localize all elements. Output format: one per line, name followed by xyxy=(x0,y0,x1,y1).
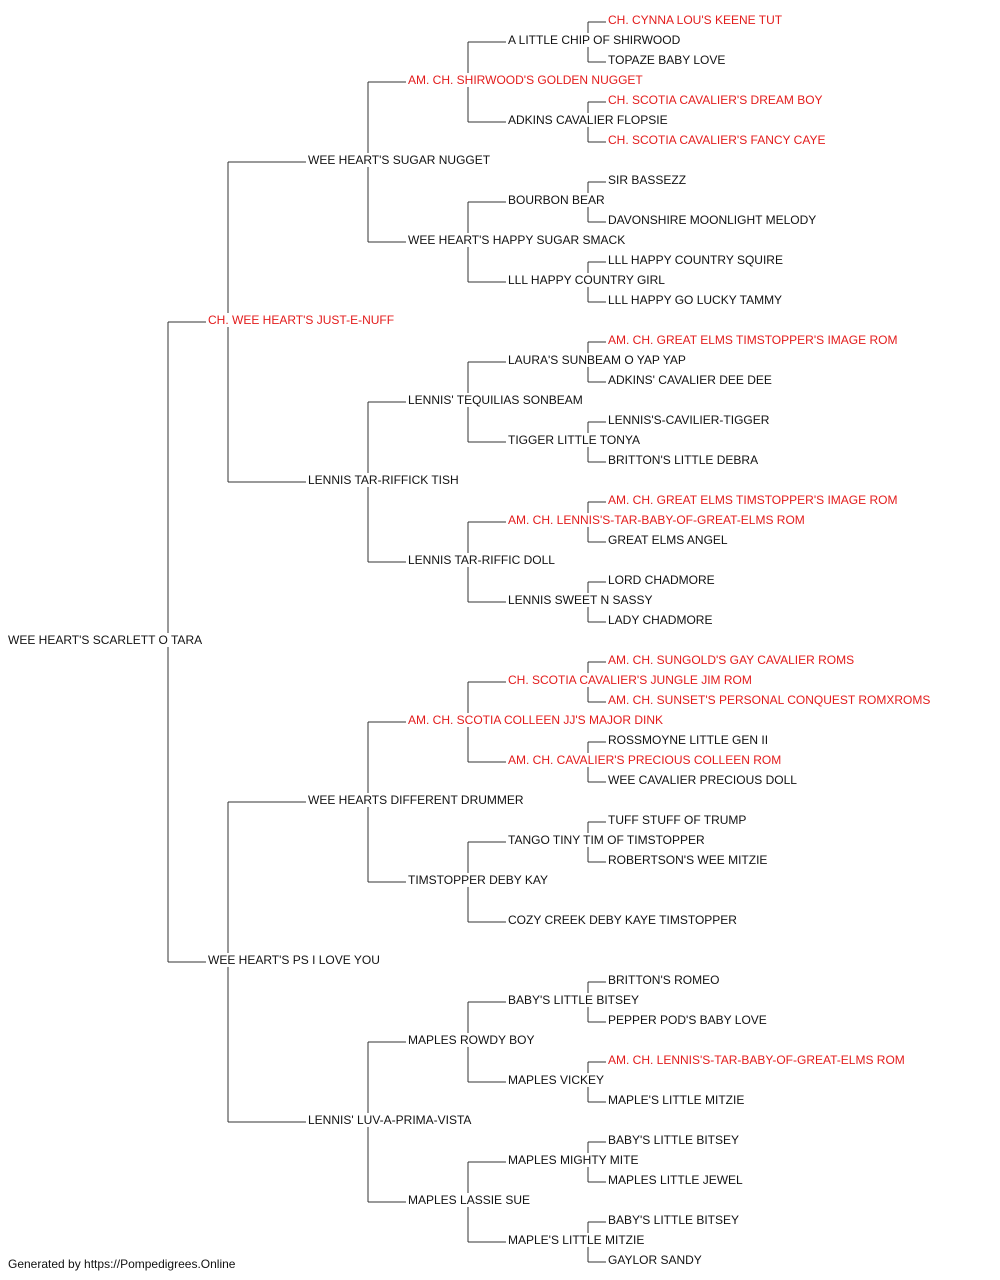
footer-credit: Generated by https://Pompedigrees.Online xyxy=(8,1257,236,1271)
pedigree-node-gen5: SIR BASSEZZ xyxy=(608,173,687,187)
pedigree-node-gen4: AM. CH. CAVALIER'S PRECIOUS COLLEEN ROM xyxy=(508,753,782,767)
pedigree-node-gen1: WEE HEART'S PS I LOVE YOU xyxy=(208,953,380,967)
pedigree-node-gen5: AM. CH. LENNIS'S-TAR-BABY-OF-GREAT-ELMS … xyxy=(608,1053,905,1067)
pedigree-node-gen3: MAPLES ROWDY BOY xyxy=(408,1033,535,1047)
pedigree-node-gen5: MAPLES LITTLE JEWEL xyxy=(608,1173,743,1187)
pedigree-node-gen5: MAPLE'S LITTLE MITZIE xyxy=(608,1093,745,1107)
pedigree-node-gen5: BRITTON'S LITTLE DEBRA xyxy=(608,453,759,467)
pedigree-node-gen5: DAVONSHIRE MOONLIGHT MELODY xyxy=(608,213,817,227)
pedigree-node-gen4: ADKINS CAVALIER FLOPSIE xyxy=(508,113,668,127)
pedigree-node-gen5: LLL HAPPY COUNTRY SQUIRE xyxy=(608,253,783,267)
pedigree-node-gen5: LADY CHADMORE xyxy=(608,613,713,627)
pedigree-node-gen2: LENNIS TAR-RIFFICK TISH xyxy=(308,473,459,487)
pedigree-node-gen2: WEE HEART'S SUGAR NUGGET xyxy=(308,153,491,167)
pedigree-node-gen4: BABY'S LITTLE BITSEY xyxy=(508,993,640,1007)
pedigree-node-gen5: AM. CH. SUNSET'S PERSONAL CONQUEST ROMXR… xyxy=(608,693,931,707)
pedigree-node-gen4: MAPLES MIGHTY MITE xyxy=(508,1153,639,1167)
pedigree-node-gen5: CH. SCOTIA CAVALIER'S DREAM BOY xyxy=(608,93,823,107)
pedigree-node-gen5: AM. CH. GREAT ELMS TIMSTOPPER'S IMAGE RO… xyxy=(608,333,898,347)
pedigree-node-gen3: WEE HEART'S HAPPY SUGAR SMACK xyxy=(408,233,626,247)
pedigree-node-gen3: MAPLES LASSIE SUE xyxy=(408,1193,531,1207)
pedigree-node-gen3: AM. CH. SHIRWOOD'S GOLDEN NUGGET xyxy=(408,73,643,87)
pedigree-node-gen4: COZY CREEK DEBY KAYE TIMSTOPPER xyxy=(508,913,737,927)
pedigree-node-gen3: AM. CH. SCOTIA COLLEEN JJ'S MAJOR DINK xyxy=(408,713,663,727)
pedigree-node-gen5: WEE CAVALIER PRECIOUS DOLL xyxy=(608,773,797,787)
pedigree-node-gen5: LENNIS'S-CAVILIER-TIGGER xyxy=(608,413,770,427)
pedigree-node-gen5: AM. CH. SUNGOLD'S GAY CAVALIER ROMS xyxy=(608,653,855,667)
pedigree-node-gen5: ROSSMOYNE LITTLE GEN II xyxy=(608,733,769,747)
pedigree-node-gen4: TIGGER LITTLE TONYA xyxy=(508,433,641,447)
pedigree-node-gen5: TUFF STUFF OF TRUMP xyxy=(608,813,747,827)
pedigree-node-gen3: LENNIS TAR-RIFFIC DOLL xyxy=(408,553,555,567)
pedigree-node-gen4: TANGO TINY TIM OF TIMSTOPPER xyxy=(508,833,705,847)
pedigree-node-gen5: CH. SCOTIA CAVALIER'S FANCY CAYE xyxy=(608,133,826,147)
pedigree-node-gen2: WEE HEARTS DIFFERENT DRUMMER xyxy=(308,793,524,807)
pedigree-node-gen5: LLL HAPPY GO LUCKY TAMMY xyxy=(608,293,783,307)
pedigree-node-gen5: CH. CYNNA LOU'S KEENE TUT xyxy=(608,13,783,27)
pedigree-node-gen4: LENNIS SWEET N SASSY xyxy=(508,593,653,607)
pedigree-node-gen5: BABY'S LITTLE BITSEY xyxy=(608,1133,740,1147)
pedigree-node-gen4: BOURBON BEAR xyxy=(508,193,605,207)
pedigree-node-gen2: LENNIS' LUV-A-PRIMA-VISTA xyxy=(308,1113,472,1127)
pedigree-node-gen4: MAPLES VICKEY xyxy=(508,1073,605,1087)
pedigree-node-gen5: PEPPER POD'S BABY LOVE xyxy=(608,1013,767,1027)
pedigree-node-gen5: AM. CH. GREAT ELMS TIMSTOPPER'S IMAGE RO… xyxy=(608,493,898,507)
pedigree-node-gen3: LENNIS' TEQUILIAS SONBEAM xyxy=(408,393,583,407)
pedigree-node-gen4: LAURA'S SUNBEAM O YAP YAP xyxy=(508,353,686,367)
pedigree-node-gen5: BRITTON'S ROMEO xyxy=(608,973,720,987)
pedigree-node-gen3: TIMSTOPPER DEBY KAY xyxy=(408,873,549,887)
pedigree-node-gen5: TOPAZE BABY LOVE xyxy=(608,53,726,67)
pedigree-node-gen4: LLL HAPPY COUNTRY GIRL xyxy=(508,273,665,287)
pedigree-node-gen4: AM. CH. LENNIS'S-TAR-BABY-OF-GREAT-ELMS … xyxy=(508,513,805,527)
pedigree-node-gen1: CH. WEE HEART'S JUST-E-NUFF xyxy=(208,313,395,327)
pedigree-node-gen0: WEE HEART'S SCARLETT O TARA xyxy=(8,633,203,647)
pedigree-node-gen4: MAPLE'S LITTLE MITZIE xyxy=(508,1233,645,1247)
pedigree-node-gen4: A LITTLE CHIP OF SHIRWOOD xyxy=(508,33,681,47)
pedigree-node-gen5: ADKINS' CAVALIER DEE DEE xyxy=(608,373,772,387)
pedigree-node-gen5: GREAT ELMS ANGEL xyxy=(608,533,728,547)
pedigree-node-gen4: CH. SCOTIA CAVALIER'S JUNGLE JIM ROM xyxy=(508,673,752,687)
pedigree-node-gen5: GAYLOR SANDY xyxy=(608,1253,702,1267)
pedigree-node-gen5: BABY'S LITTLE BITSEY xyxy=(608,1213,740,1227)
pedigree-node-gen5: LORD CHADMORE xyxy=(608,573,715,587)
pedigree-node-gen5: ROBERTSON'S WEE MITZIE xyxy=(608,853,768,867)
